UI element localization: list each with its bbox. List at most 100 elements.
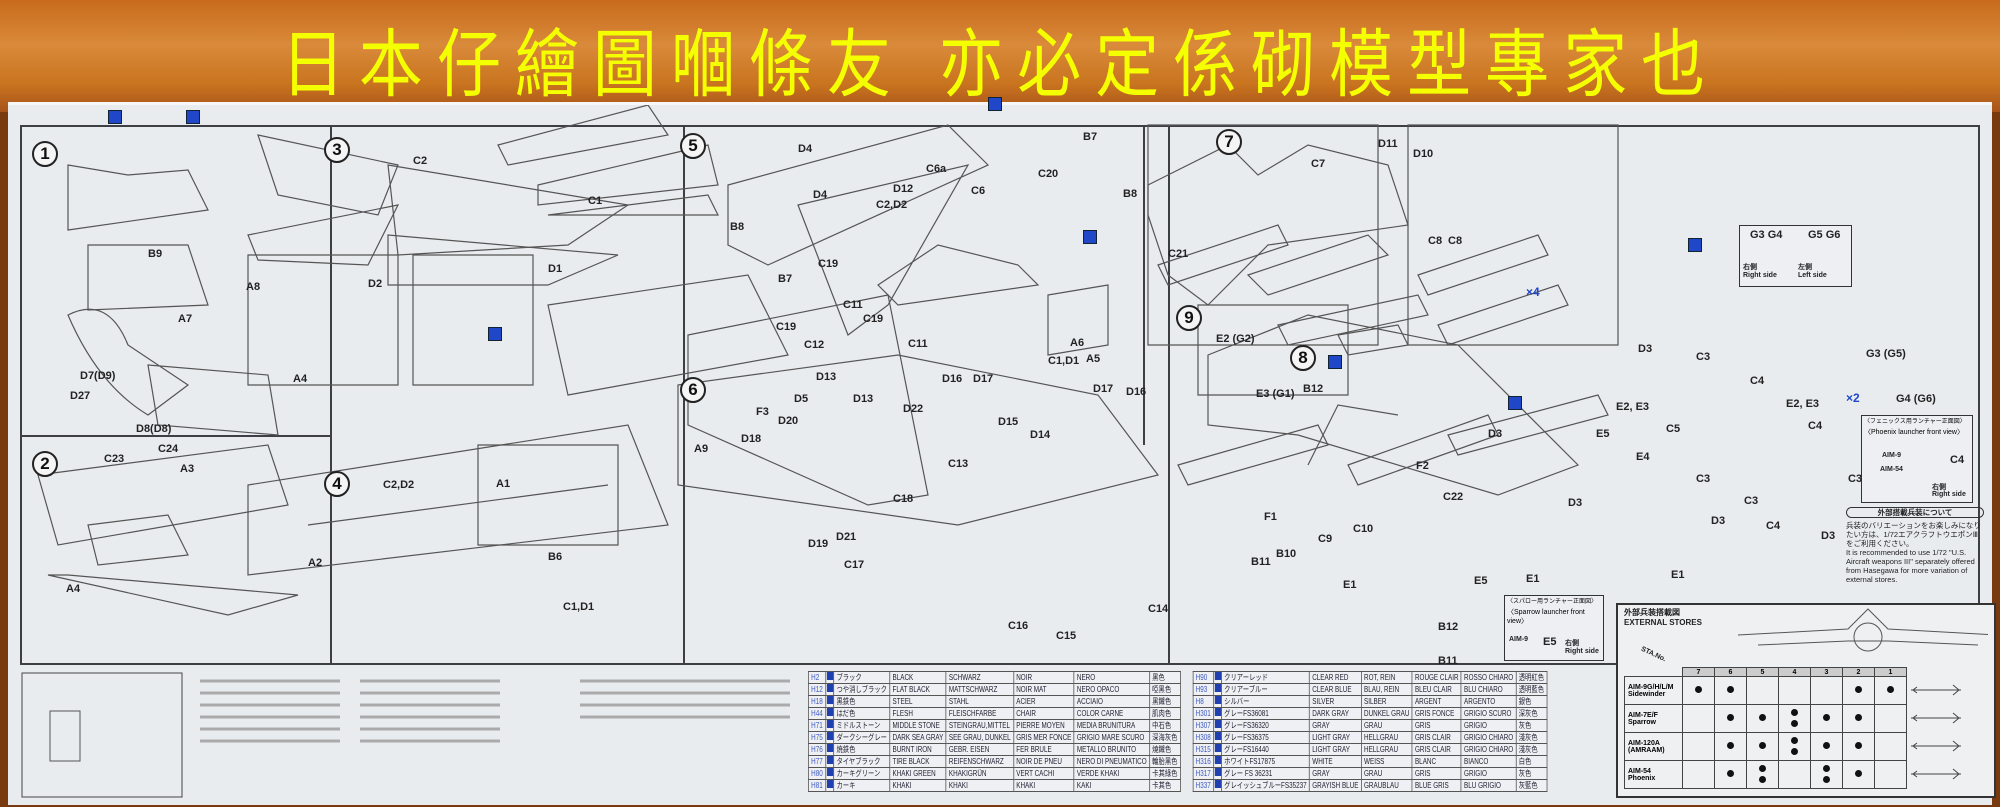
paint-name-fr: GRIS CLAIR bbox=[1411, 731, 1462, 744]
step-number: 9 bbox=[1176, 305, 1202, 331]
station-number: 4 bbox=[1778, 667, 1811, 677]
paint-name-fr: BLUE GRIS bbox=[1411, 779, 1462, 792]
paint-name-it: NERO DI PNEUMATICO bbox=[1073, 755, 1150, 768]
part-label: C23 bbox=[104, 453, 125, 465]
paint-name-de: SCHWARZ bbox=[945, 671, 1014, 684]
load-dot bbox=[1855, 770, 1862, 777]
phoenix-box-jp: 〈フェニックス用ランチャー正面図〉 bbox=[1864, 419, 1966, 425]
paint-name-en: CLEAR RED bbox=[1309, 671, 1362, 684]
wood-header-background: 日本仔繪圖嗰條友 亦必定係砌模型專家也 bbox=[0, 0, 2000, 112]
step-number: 2 bbox=[32, 451, 58, 477]
paint-code: H316 bbox=[1192, 755, 1214, 768]
paint-chip-icon bbox=[1214, 684, 1222, 692]
paint-name-fr: BLEU CLAIR bbox=[1411, 683, 1462, 696]
part-label: B8 bbox=[1123, 188, 1138, 200]
divider bbox=[1168, 125, 1170, 665]
aim9-label: AIM-9 bbox=[1509, 636, 1529, 643]
step-number: 5 bbox=[680, 133, 706, 159]
weapon-subname: (AMRAAM) bbox=[1628, 746, 1665, 754]
decal-hint-icon bbox=[1328, 355, 1342, 369]
part-label: C4 bbox=[1750, 375, 1765, 387]
paint-name-cn: 白色 bbox=[1515, 755, 1548, 768]
part-label: D3 bbox=[1821, 530, 1836, 542]
paint-chip-cell bbox=[1213, 683, 1222, 696]
paint-chip-icon bbox=[1214, 768, 1222, 776]
part-label: A6 bbox=[1070, 337, 1085, 349]
station-cell bbox=[1682, 704, 1715, 733]
missile-cell bbox=[1907, 761, 1971, 789]
table-gap bbox=[1180, 696, 1193, 708]
step-number: 3 bbox=[324, 137, 350, 163]
part-label: D27 bbox=[70, 390, 91, 402]
missile-cell bbox=[1907, 677, 1971, 705]
paint-chip-icon bbox=[1214, 780, 1222, 788]
part-label: C21 bbox=[1168, 248, 1189, 260]
paint-chip-cell bbox=[825, 719, 835, 732]
paint-name-en: WHITE bbox=[1309, 755, 1362, 768]
part-label: C12 bbox=[804, 339, 825, 351]
part-label: D14 bbox=[1030, 429, 1051, 441]
station-cell bbox=[1746, 760, 1779, 789]
paint-name-jp: カーキグリーン bbox=[833, 767, 891, 780]
paint-chip-cell bbox=[1213, 719, 1222, 732]
part-label: C10 bbox=[1353, 523, 1374, 535]
paint-code: H18 bbox=[808, 695, 827, 708]
part-label: C6a bbox=[926, 163, 947, 175]
e5-label: E5 bbox=[1543, 636, 1557, 648]
load-dot bbox=[1823, 775, 1830, 783]
part-label: D3 bbox=[1711, 515, 1726, 527]
paint-name-it: GRIGIO SCURO bbox=[1460, 707, 1517, 720]
station-cell bbox=[1682, 760, 1715, 789]
paint-name-cn: 黑鐵色 bbox=[1149, 695, 1181, 708]
paint-name-jp: グレーFS36081 bbox=[1221, 707, 1310, 720]
paint-name-jp: ミドルストーン bbox=[833, 719, 891, 732]
step-number: 1 bbox=[32, 141, 58, 167]
part-label: B7 bbox=[778, 273, 793, 285]
part-label: C6 bbox=[971, 185, 986, 197]
paint-code: H77 bbox=[808, 755, 827, 768]
part-label: D5 bbox=[794, 393, 809, 405]
right-side-jp: 右側 bbox=[1743, 264, 1757, 271]
paint-name-en: GRAYISH BLUE bbox=[1309, 779, 1362, 792]
paint-name-cn: 深灰色 bbox=[1515, 707, 1548, 720]
paint-name-en: BLACK bbox=[889, 671, 947, 684]
phoenix-box-en: 〈Phoenix launcher front view〉 bbox=[1864, 429, 1964, 436]
table-gap bbox=[1180, 744, 1193, 756]
part-label: G5 G6 bbox=[1808, 229, 1841, 241]
station-cell bbox=[1842, 732, 1875, 761]
paint-chip-icon bbox=[1214, 756, 1222, 764]
part-label: D17 bbox=[973, 373, 994, 385]
part-label: C24 bbox=[158, 443, 179, 455]
paint-chip-cell bbox=[1213, 743, 1222, 756]
aim54-label: AIM-54 bbox=[1880, 466, 1903, 473]
part-label: B7 bbox=[1083, 131, 1098, 143]
part-label: G3 G4 bbox=[1750, 229, 1783, 241]
load-dot bbox=[1887, 686, 1894, 693]
paint-name-it: GRIGIO bbox=[1460, 719, 1517, 732]
station-number: 7 bbox=[1682, 667, 1715, 677]
sparrow-box-en: 〈Sparrow launcher front view〉 bbox=[1507, 609, 1585, 625]
notes-illustration bbox=[21, 672, 790, 798]
paint-name-cn: 灰藍色 bbox=[1515, 779, 1548, 792]
paint-name-jp: 黒鉄色 bbox=[833, 695, 891, 708]
paint-name-en: BURNT IRON bbox=[889, 743, 947, 756]
part-label: C3 bbox=[1696, 351, 1711, 363]
station-cell bbox=[1746, 704, 1779, 733]
part-label: D1 bbox=[548, 263, 563, 275]
part-label: C9 bbox=[1318, 533, 1333, 545]
part-label: D18 bbox=[741, 433, 762, 445]
paint-name-en: DARK GRAY bbox=[1309, 707, 1362, 720]
paint-name-jp: タイヤブラック bbox=[833, 755, 891, 768]
general-notes bbox=[20, 671, 800, 801]
paint-name-fr: NOIR bbox=[1013, 671, 1075, 684]
part-label: E5 bbox=[1596, 428, 1610, 440]
missile-icon bbox=[1910, 712, 1961, 723]
paint-name-fr: GRIS bbox=[1411, 719, 1462, 732]
part-label: E2, E3 bbox=[1786, 398, 1820, 410]
paint-chip-icon bbox=[826, 780, 834, 788]
